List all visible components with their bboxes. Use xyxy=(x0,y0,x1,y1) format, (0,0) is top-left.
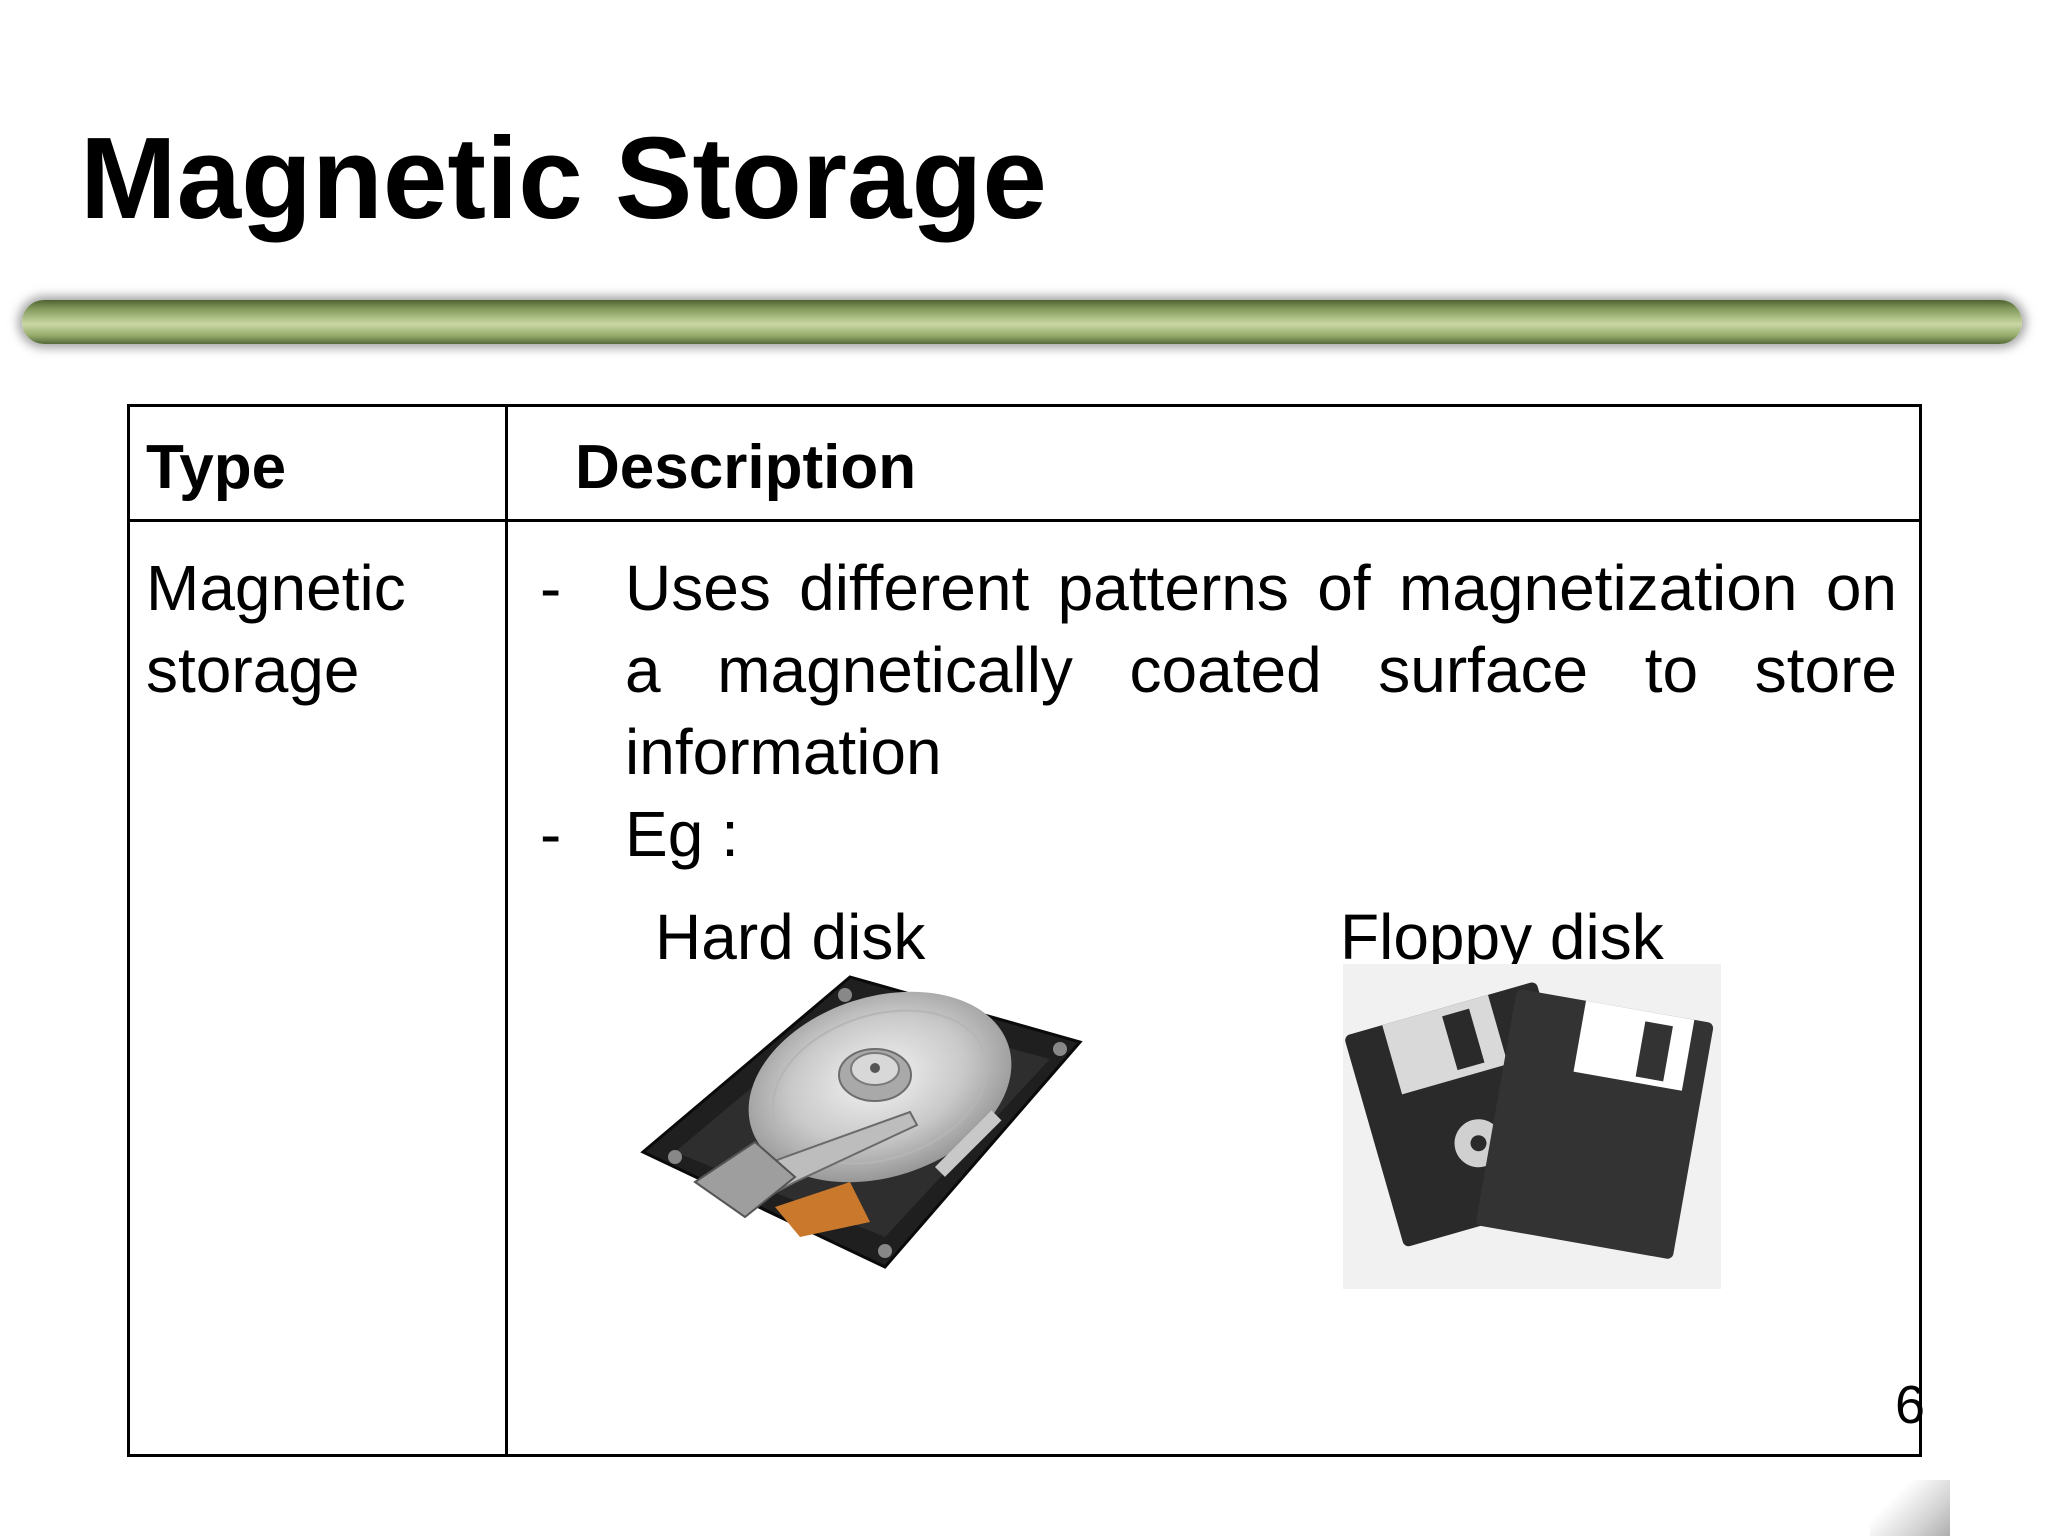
floppy-disk-icon xyxy=(1343,964,1721,1289)
bullet-dash: - xyxy=(540,798,562,870)
storage-type-table: Type Description Magnetic storage - Uses… xyxy=(127,404,1922,1457)
table-cell-type: Magnetic storage xyxy=(146,552,406,706)
bullet-text: Uses different patterns of magnetization… xyxy=(625,552,1897,788)
description-bullet: - Eg : xyxy=(530,793,1905,875)
table-column-divider xyxy=(505,407,508,1454)
example-label-hard-disk: Hard disk xyxy=(655,901,926,973)
bullet-text: Eg : xyxy=(625,798,739,870)
table-row-divider xyxy=(130,519,1919,522)
title-divider-bar xyxy=(22,300,2022,344)
description-bullet: - Uses different patterns of magnetizati… xyxy=(530,547,1905,793)
slide-title: Magnetic Storage xyxy=(80,113,1047,243)
page-number: 6 xyxy=(1895,1375,1926,1435)
example-label-floppy-disk: Floppy disk xyxy=(1340,901,1664,973)
table-header-description: Description xyxy=(575,433,917,502)
hard-disk-icon xyxy=(640,975,1083,1269)
bullet-dash: - xyxy=(540,552,562,624)
page-corner-shadow xyxy=(1870,1480,1950,1536)
table-header-type: Type xyxy=(146,433,287,502)
table-cell-description: - Uses different patterns of magnetizati… xyxy=(530,547,1905,969)
